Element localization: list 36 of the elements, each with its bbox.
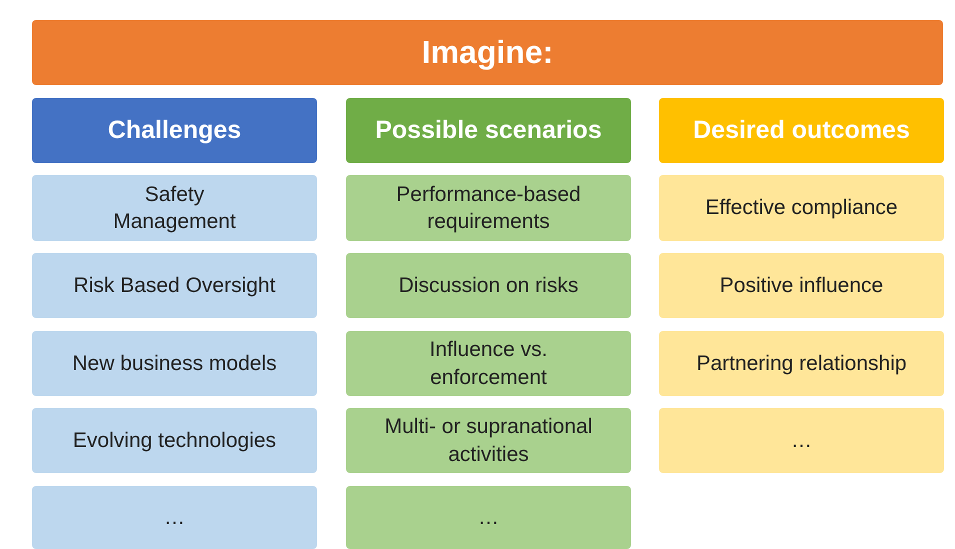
item-box xyxy=(32,486,317,549)
item-text: Evolving technologies xyxy=(72,428,276,454)
item-text: Risk Based Oversight xyxy=(74,272,276,299)
item-box xyxy=(346,408,631,473)
item-box xyxy=(346,486,631,549)
column-header xyxy=(346,98,631,163)
item-box xyxy=(32,408,317,473)
heading-text: Desired outcomes xyxy=(693,115,910,146)
heading-text: Challenges xyxy=(108,115,242,146)
item-text: Discussion on risks xyxy=(398,272,578,299)
item-box xyxy=(32,331,317,396)
item-text: New business models xyxy=(72,350,277,377)
item-text: Partnering relationship xyxy=(696,350,907,377)
item-box xyxy=(32,253,317,318)
item-box xyxy=(659,253,944,318)
column-header xyxy=(32,98,317,163)
item-text: Effective compliance xyxy=(705,195,898,222)
item-text: … xyxy=(791,428,812,454)
item-text: Influence vs. enforcement xyxy=(428,337,548,390)
item-box xyxy=(346,175,631,241)
item-box xyxy=(659,408,944,473)
item-box xyxy=(659,331,944,396)
item-text: Positive influence xyxy=(720,272,884,299)
item-text: Multi- or supranational activities xyxy=(384,414,594,468)
item-text: Safety Management xyxy=(112,182,237,235)
heading-text: Imagine: xyxy=(422,32,554,72)
item-box xyxy=(346,253,631,318)
item-text: … xyxy=(164,504,185,531)
column-header xyxy=(659,98,944,163)
title-banner xyxy=(32,20,943,85)
item-box xyxy=(346,331,631,396)
item-box xyxy=(659,175,944,241)
item-text: Performance-based requirements xyxy=(395,182,582,235)
item-text: … xyxy=(478,504,499,531)
item-box xyxy=(32,175,317,241)
heading-text: Possible scenarios xyxy=(375,115,602,146)
